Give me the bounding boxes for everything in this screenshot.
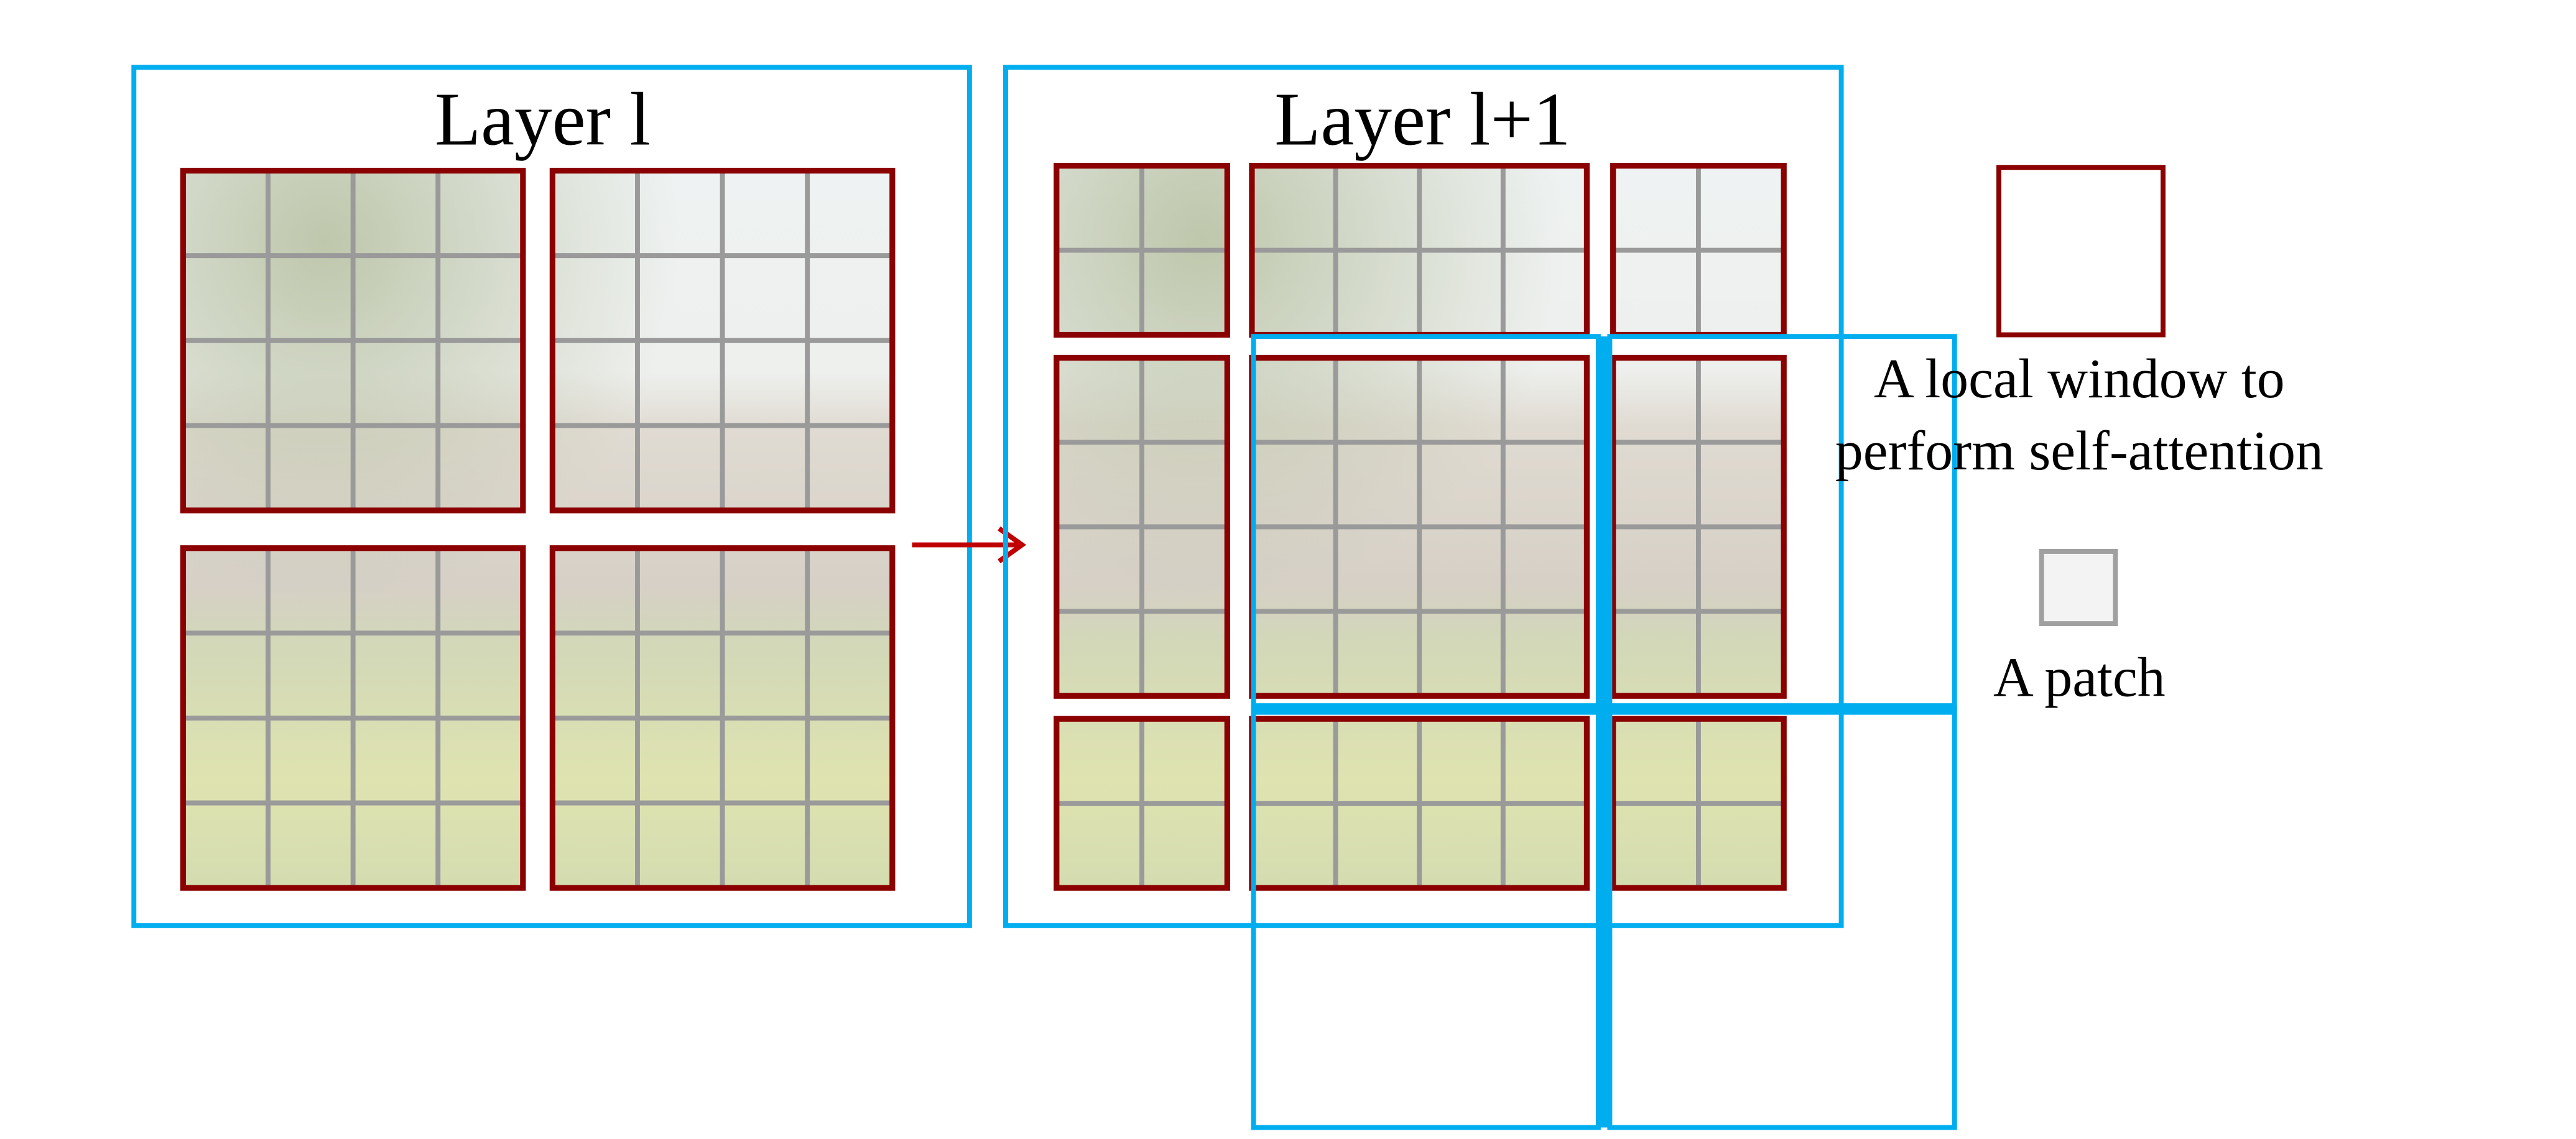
local-window bbox=[1249, 354, 1590, 699]
patch-grid bbox=[552, 548, 892, 888]
local-window bbox=[1610, 162, 1787, 338]
patch-legend-swatch bbox=[2039, 549, 2118, 627]
local-window bbox=[180, 167, 526, 514]
layer-l-plus-1-title: Layer l+1 bbox=[1274, 78, 1570, 161]
patch-grid bbox=[1613, 719, 1784, 888]
layer-l-panel: Layer l bbox=[131, 65, 972, 928]
local-window bbox=[180, 545, 526, 891]
local-window bbox=[1054, 716, 1230, 891]
patch-grid bbox=[552, 170, 892, 510]
local-window bbox=[1054, 354, 1230, 699]
local-window bbox=[1249, 716, 1590, 891]
patch-grid bbox=[183, 170, 523, 510]
patch-grid bbox=[1251, 357, 1587, 696]
shifted-window-overlay bbox=[1251, 334, 1957, 1130]
layer-l-title: Layer l bbox=[435, 78, 651, 161]
legend: A local window to perform self-attention… bbox=[1835, 165, 2323, 708]
legend-window-line1: A local window to bbox=[1874, 348, 2285, 410]
patch-grid bbox=[1056, 719, 1228, 888]
local-window bbox=[1610, 716, 1787, 891]
local-window-legend-swatch bbox=[1996, 165, 2166, 338]
patch-grid bbox=[1056, 357, 1228, 696]
local-window bbox=[549, 167, 896, 514]
patch-grid bbox=[183, 548, 523, 888]
legend-window-line2: perform self-attention bbox=[1835, 420, 2323, 482]
local-window bbox=[1054, 162, 1230, 338]
patch-grid bbox=[1613, 165, 1784, 335]
patch-grid bbox=[1613, 357, 1784, 696]
patch-grid bbox=[1251, 165, 1587, 335]
local-window bbox=[1610, 354, 1787, 699]
patch-grid bbox=[1056, 165, 1228, 335]
local-window bbox=[549, 545, 896, 891]
legend-patch-label: A patch bbox=[1993, 647, 2166, 708]
patch-grid bbox=[1251, 719, 1587, 888]
layer-l-plus-1-panel: Layer l+1 bbox=[1003, 65, 1844, 928]
local-window bbox=[1249, 162, 1590, 338]
